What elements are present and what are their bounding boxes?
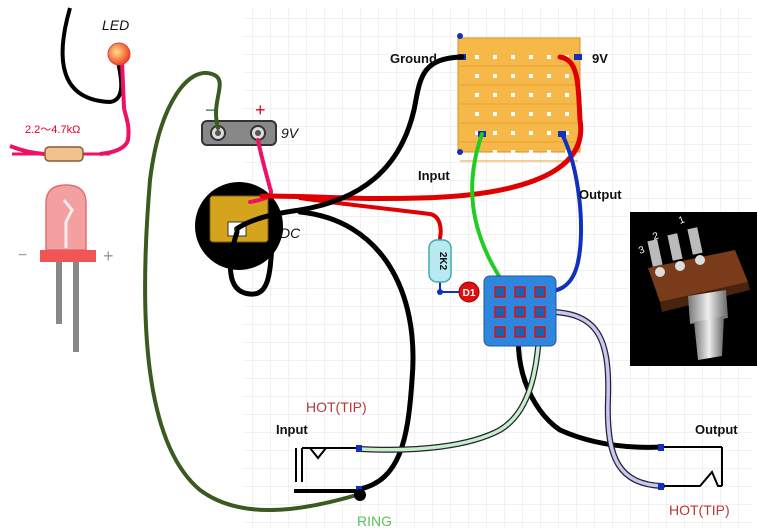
strip-hole bbox=[529, 112, 533, 116]
strip-hole bbox=[511, 55, 515, 59]
output-wire-label: Output bbox=[579, 187, 622, 202]
switch-pin bbox=[494, 326, 506, 338]
strip-hole bbox=[547, 55, 551, 59]
strip-hole bbox=[511, 131, 515, 135]
battery-label: 9V bbox=[281, 125, 300, 141]
wire-ring-darkgreen bbox=[143, 70, 362, 512]
strip-hole bbox=[529, 150, 533, 154]
strip-hole bbox=[511, 112, 515, 116]
battery-plus-label: + bbox=[255, 100, 266, 120]
led-reference: LED 2.2～4.7kΩ − + bbox=[9, 7, 131, 352]
diode-label: D1 bbox=[463, 288, 476, 299]
strip-hole bbox=[493, 112, 497, 116]
strip-hole bbox=[565, 93, 569, 97]
output-jack bbox=[658, 444, 723, 490]
strip-pad bbox=[574, 54, 582, 60]
strip-hole bbox=[547, 150, 551, 154]
strip-hole bbox=[565, 150, 569, 154]
wire-ground-to-input bbox=[297, 209, 416, 492]
led-minus-label: − bbox=[18, 247, 27, 264]
wire-output-blue bbox=[540, 132, 583, 294]
strip-hole bbox=[565, 112, 569, 116]
ring-label: RING bbox=[357, 513, 392, 529]
pot-pin1-label: 1 bbox=[677, 214, 686, 226]
dc-jack: DC bbox=[195, 182, 301, 270]
strip-hole bbox=[493, 55, 497, 59]
led-illustration: − + bbox=[18, 184, 114, 352]
strip-hole bbox=[493, 74, 497, 78]
switch-pin bbox=[494, 306, 506, 318]
strip-hole bbox=[475, 93, 479, 97]
led-plus-label: + bbox=[103, 246, 114, 266]
wire-ground-black bbox=[235, 54, 465, 231]
switch-pin bbox=[534, 306, 546, 318]
strip-hole bbox=[547, 131, 551, 135]
diode-d1: D1 bbox=[458, 281, 480, 303]
led-bulb bbox=[107, 42, 131, 66]
strip-hole bbox=[493, 131, 497, 135]
battery-minus-label: − bbox=[205, 100, 216, 120]
strip-hole bbox=[511, 150, 515, 154]
strip-hole bbox=[511, 93, 515, 97]
input-wire-label: Input bbox=[418, 168, 450, 183]
pot-pin2-label: 2 bbox=[651, 230, 660, 242]
wires bbox=[143, 54, 665, 512]
resistor-2k2-label: 2K2 bbox=[437, 252, 448, 271]
switch-pin bbox=[514, 286, 526, 298]
switch-pin bbox=[514, 326, 526, 338]
strip-hole bbox=[511, 74, 515, 78]
strip-hole bbox=[475, 112, 479, 116]
strip-hole bbox=[475, 131, 479, 135]
strip-hole bbox=[547, 74, 551, 78]
switch-pin bbox=[514, 306, 526, 318]
strip-hole bbox=[529, 93, 533, 97]
strip-hole bbox=[547, 112, 551, 116]
strip-hole bbox=[529, 131, 533, 135]
switch-pin bbox=[534, 286, 546, 298]
resistor-body bbox=[44, 146, 84, 162]
hot-tip-left-label: HOT(TIP) bbox=[306, 399, 367, 415]
strip-hole bbox=[493, 93, 497, 97]
strip-hole bbox=[529, 74, 533, 78]
strip-hole bbox=[547, 93, 551, 97]
input-jack-label: Input bbox=[276, 422, 308, 437]
input-jack bbox=[294, 445, 366, 501]
led-label: LED bbox=[102, 17, 129, 33]
potentiometer-photo: 1 2 3 bbox=[630, 212, 757, 366]
wire-switch-black bbox=[516, 313, 665, 450]
output-jack-label: Output bbox=[695, 422, 738, 437]
strip-hole bbox=[529, 55, 533, 59]
wire-battery-plus-pink bbox=[248, 138, 273, 204]
strip-hole bbox=[565, 131, 569, 135]
pot-pin3-label: 3 bbox=[637, 244, 646, 256]
strip-hole bbox=[493, 150, 497, 154]
switch-pin bbox=[534, 326, 546, 338]
battery-snap: − + 9V bbox=[201, 100, 300, 146]
hot-tip-right-label: HOT(TIP) bbox=[669, 502, 730, 518]
nine-v-label: 9V bbox=[592, 51, 608, 66]
dc-label: DC bbox=[280, 225, 301, 241]
resistor-range-label: 2.2～4.7kΩ bbox=[25, 124, 80, 136]
footswitch bbox=[483, 275, 557, 347]
strip-hole bbox=[565, 74, 569, 78]
switch-pin bbox=[494, 286, 506, 298]
strip-hole bbox=[475, 55, 479, 59]
ground-label: Ground bbox=[390, 51, 437, 66]
strip-hole bbox=[475, 74, 479, 78]
resistor-2k2: 2K2 bbox=[428, 238, 462, 295]
wire-dc-black bbox=[227, 229, 275, 297]
